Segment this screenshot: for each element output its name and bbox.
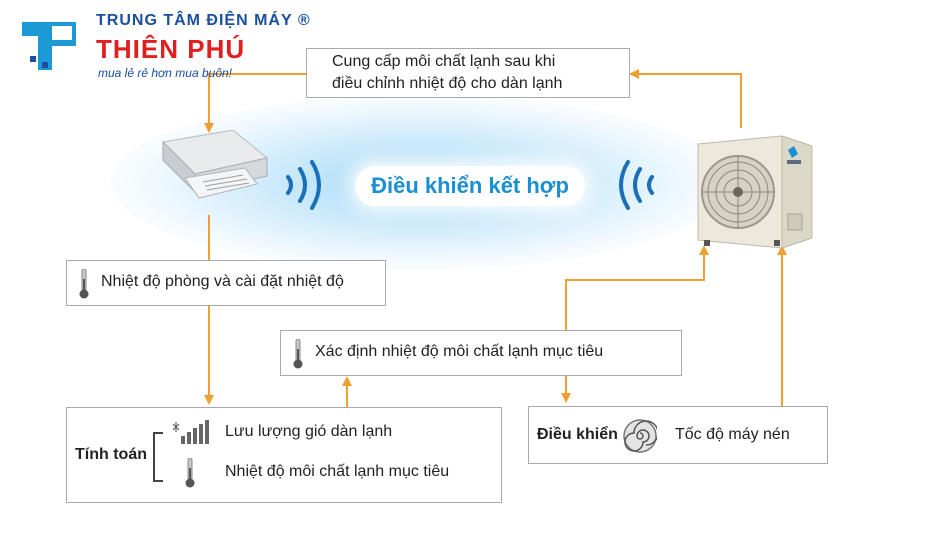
calculation-label: Tính toán <box>75 446 147 463</box>
compressor-spiral-icon <box>623 419 659 458</box>
brand-logo <box>18 16 84 76</box>
compressor-speed-text: Tốc độ máy nén <box>675 426 790 443</box>
target-temperature-text: Xác định nhiệt độ môi chất lạnh mục tiêu <box>315 343 604 360</box>
refrigerant-supply-box: Cung cấp môi chất lạnh sau khi điều chỉn… <box>306 48 630 98</box>
logo-line1: TRUNG TÂM ĐIỆN MÁY ® <box>96 12 311 29</box>
logo-slogan: mua lẻ rẻ hơn mua buôn! <box>98 66 232 80</box>
refrigerant-supply-line2: điều chỉnh nhiệt độ cho dàn lạnh <box>332 75 563 92</box>
control-box: Điều khiển Tốc độ máy nén <box>528 406 828 464</box>
arrow-to-indoor-unit <box>204 73 306 133</box>
thermometer-icon <box>79 268 89 304</box>
target-temperature-box: Xác định nhiệt độ môi chất lạnh mục tiêu <box>280 330 682 376</box>
indoor-cassette-unit <box>145 129 270 215</box>
arrow-to-top-box <box>629 69 742 128</box>
calculation-box: Tính toán Lưu lượng gió dàn lạnh Nhiệt đ… <box>66 407 502 503</box>
room-temperature-text: Nhiệt độ phòng và cài đặt nhiệt độ <box>101 273 344 290</box>
combined-control-label: Điều khiển kết hợp <box>355 166 585 206</box>
signal-waves-right-icon <box>610 160 660 215</box>
arrow-target-to-outdoor <box>565 245 709 330</box>
signal-waves-left-icon <box>280 160 330 215</box>
airflow-signal-bars-icon <box>171 420 211 449</box>
target-refrigerant-text: Nhiệt độ môi chất lạnh mục tiêu <box>225 463 450 480</box>
logo-brand-name: THIÊN PHÚ <box>96 34 246 64</box>
outdoor-unit <box>690 130 815 250</box>
thermometer-icon <box>185 457 195 493</box>
room-temperature-box: Nhiệt độ phòng và cài đặt nhiệt độ <box>66 260 386 306</box>
bracket <box>153 432 163 482</box>
refrigerant-supply-line1: Cung cấp môi chất lạnh sau khi <box>332 53 556 70</box>
thermometer-icon <box>293 338 303 374</box>
combined-control-text: Điều khiển kết hợp <box>371 173 569 198</box>
indoor-airflow-text: Lưu lượng gió dàn lạnh <box>225 423 393 440</box>
control-label: Điều khiển <box>537 426 618 443</box>
